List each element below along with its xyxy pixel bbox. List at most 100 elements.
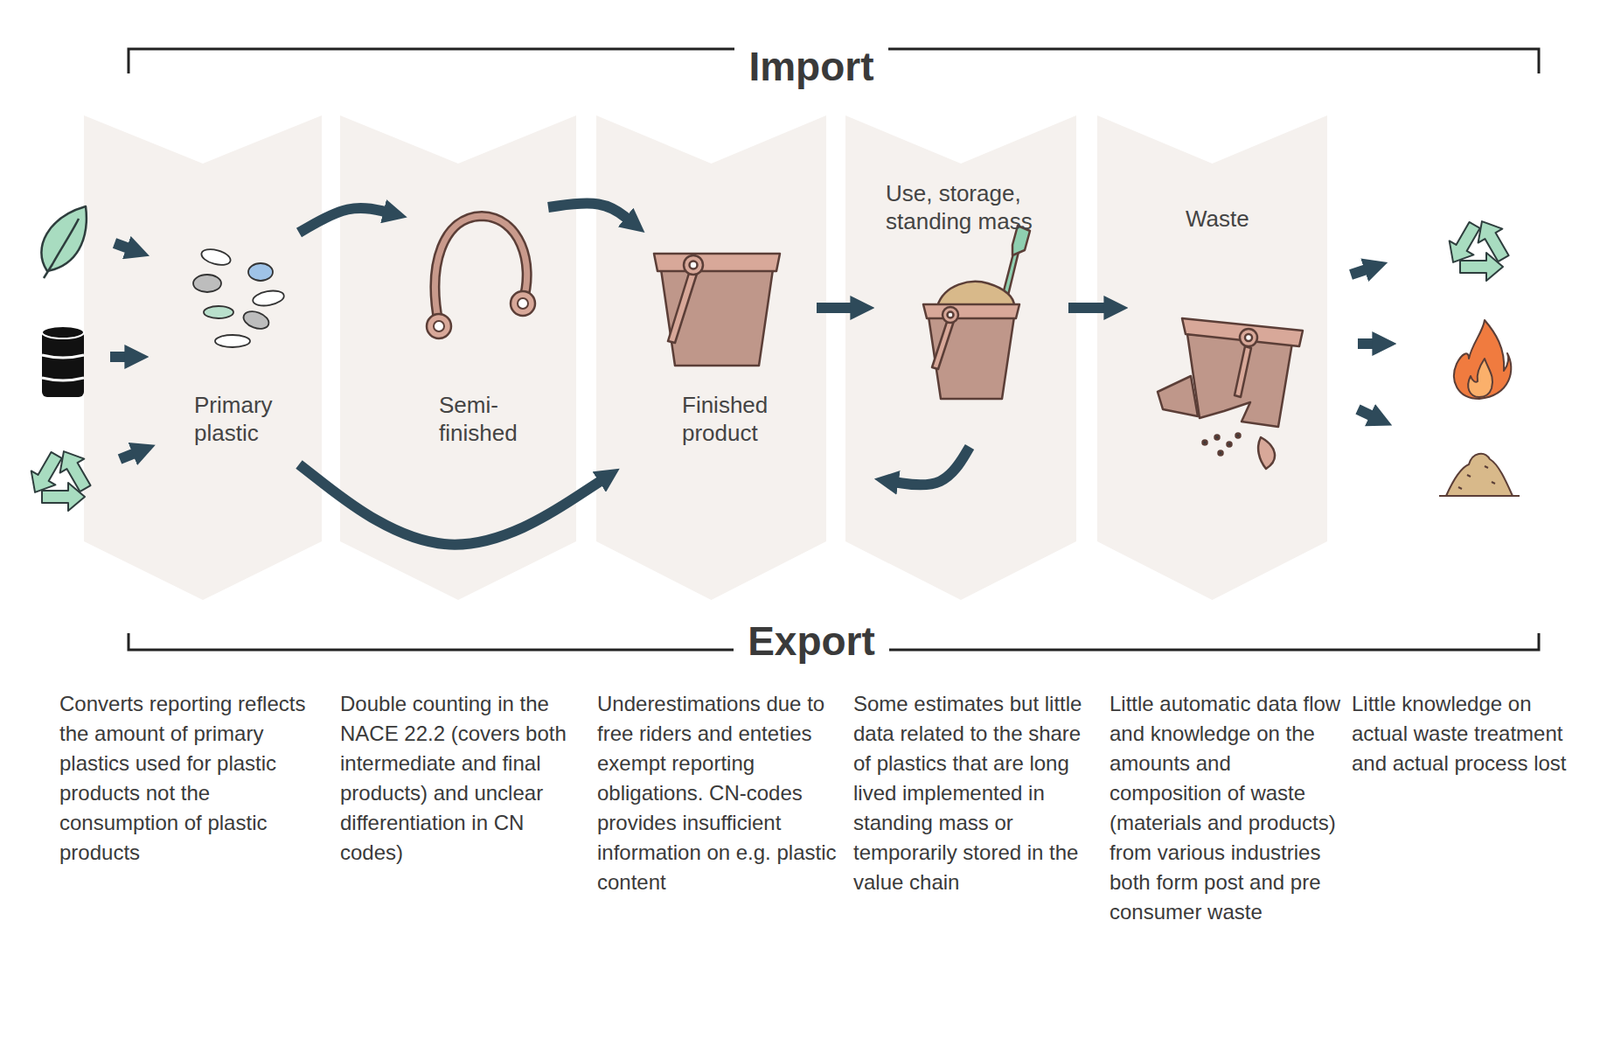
plastic-pellets: [251, 288, 286, 308]
recycling-icon: [1440, 214, 1516, 281]
stage-name: Primary plastic: [194, 390, 304, 447]
broken-bucket: [1203, 440, 1208, 446]
stage-name: Use, storage, standing mass: [885, 179, 1072, 236]
landfill-icon: [1439, 453, 1520, 496]
label-holder: Little knowledge on actual waste treatme…: [1351, 688, 1588, 779]
label-holder: Export: [636, 616, 987, 666]
stage-chevron: Primary plastic: [83, 115, 322, 600]
issue-note: Underestimations due to free riders and …: [597, 688, 847, 898]
stage-chevron: Finished product: [596, 115, 827, 600]
output-arrow: [1357, 409, 1375, 418]
incineration-icon: [1467, 358, 1493, 397]
issue-note: Converts reporting reflects the amount o…: [59, 688, 322, 868]
broken-bucket: [1258, 437, 1275, 469]
broken-bucket: [1218, 451, 1224, 456]
broken-bucket: [1157, 375, 1198, 417]
incineration-icon: [1453, 320, 1511, 399]
bracket-heading: Export: [733, 616, 890, 666]
landfill-icon: [1439, 494, 1520, 497]
flow-arrow: [816, 302, 856, 314]
sand-bucket: [937, 281, 1015, 307]
plastic-pellets: [200, 246, 233, 268]
recycling-icon: [1440, 217, 1487, 269]
broken-bucket: [1239, 328, 1258, 347]
broken-bucket: [1227, 442, 1232, 447]
output-arrow: [1357, 338, 1378, 349]
bucket-handle: [517, 298, 529, 309]
issue-note: Little automatic data flow and knowledge…: [1109, 688, 1346, 927]
landfill-icon: [1446, 453, 1513, 496]
bucket: [689, 261, 698, 270]
output-arrow: [1350, 268, 1378, 418]
sand-bucket: [928, 316, 1015, 399]
oil-barrel-icon: [41, 326, 84, 339]
chevron-shape: [1097, 115, 1328, 600]
stage-name: Waste: [1185, 204, 1308, 233]
flow-arrow: [548, 203, 630, 221]
input-arrow: [114, 243, 132, 250]
stage-chevron: Waste: [1097, 115, 1328, 600]
chevron-shape: [845, 115, 1077, 600]
flow-arrow: [299, 464, 604, 545]
label-holder: Little automatic data flow and knowledge…: [1109, 688, 1346, 927]
label-holder: Double counting in the NACE 22.2 (covers…: [340, 688, 590, 868]
leaf-icon: [43, 218, 79, 279]
plastic-pellets: [215, 334, 251, 348]
chevron-shape: [596, 115, 827, 600]
stage-name: Semi- finished: [438, 390, 540, 447]
stage-chevron: Use, storage, standing mass: [845, 115, 1077, 600]
label-holder: Underestimations due to free riders and …: [597, 688, 847, 898]
flow-arrow: [1068, 302, 1109, 314]
flow-arrow: [299, 208, 389, 233]
label-holder: Some estimates but little data related t…: [853, 688, 1103, 898]
broken-bucket: [1187, 333, 1293, 427]
input-arrow: [119, 452, 138, 460]
sand-bucket: [923, 304, 1020, 319]
broken-bucket: [1234, 346, 1252, 397]
recycled-input-icon: [51, 444, 98, 495]
label-holder: Import: [636, 41, 987, 91]
label-holder: Converts reporting reflects the amount o…: [59, 688, 322, 868]
stage-chevron: Semi- finished: [340, 115, 577, 600]
bucket: [653, 253, 780, 366]
bucket-handle: [510, 291, 536, 316]
bracket-heading: Import: [734, 41, 888, 91]
chevron-shape: [596, 115, 827, 600]
oil-barrel-icon: [41, 354, 84, 381]
stage-name: Finished product: [681, 390, 800, 447]
sand-bucket: [947, 312, 954, 319]
chevron-shape: [83, 115, 322, 600]
plastic-pellets: [241, 307, 272, 332]
bucket-handle: [433, 320, 445, 332]
chevron-shape: [340, 115, 577, 600]
sand-bucket: [942, 306, 959, 323]
chevron-shape: [83, 115, 322, 600]
leaf-icon: [41, 206, 86, 279]
bucket-handle: [426, 215, 536, 339]
issue-note: Some estimates but little data related t…: [853, 688, 1103, 898]
recycling-icon: [1469, 214, 1516, 265]
landfill-icon: [1458, 466, 1496, 489]
oil-barrel-icon: [41, 326, 84, 397]
plastic-pellets: [193, 246, 286, 348]
broken-bucket: [1215, 435, 1220, 440]
chevron-shape: [1097, 115, 1328, 600]
output-arrow: [1350, 268, 1370, 275]
sand-bucket: [932, 316, 955, 369]
input-arrow: [110, 351, 130, 362]
issue-note: Double counting in the NACE 22.2 (covers…: [340, 688, 590, 868]
broken-bucket: [1157, 318, 1303, 469]
leaf-icon: [41, 206, 86, 272]
bucket-handle: [426, 313, 452, 339]
broken-bucket: [1182, 318, 1303, 347]
chevron-shape: [340, 115, 577, 600]
flow-arrow: [893, 446, 970, 485]
input-arrow: [110, 243, 138, 460]
bucket: [683, 255, 703, 275]
issue-note: Little knowledge on actual waste treatme…: [1351, 688, 1588, 779]
broken-bucket: [1236, 433, 1241, 439]
plastic-pellets: [248, 263, 273, 281]
